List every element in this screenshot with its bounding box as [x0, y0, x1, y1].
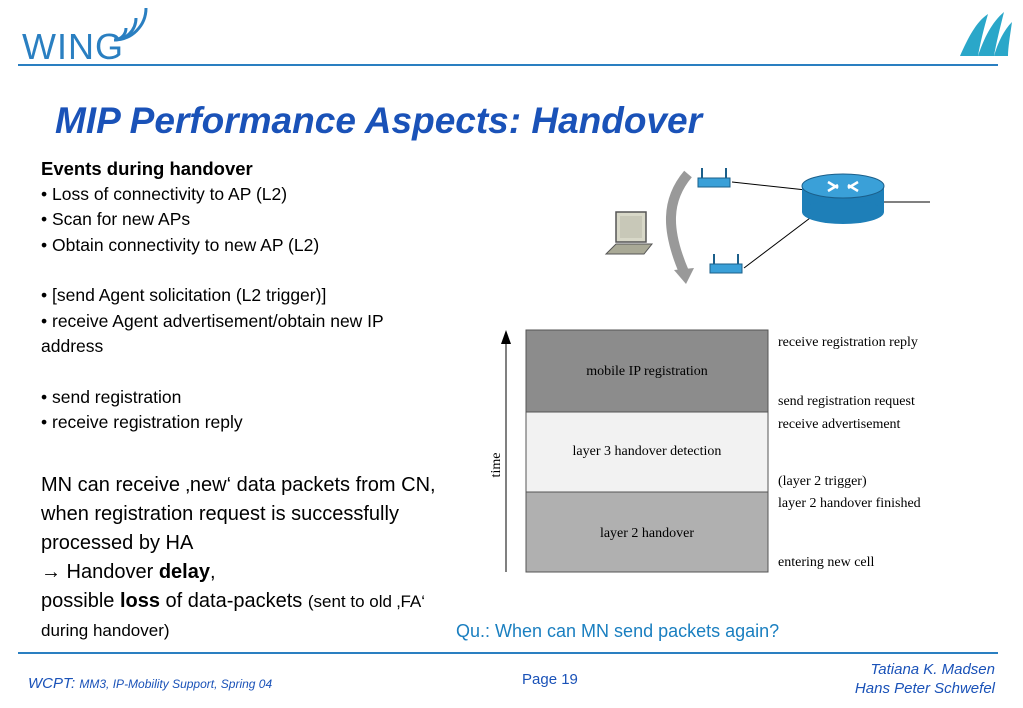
stage-layer3-detection: layer 3 handover detection	[525, 411, 769, 493]
time-axis-arrowhead	[501, 330, 511, 344]
loss-remark: (sent to old ‚FA‘ during handover)	[41, 592, 426, 640]
footer-divider	[18, 652, 998, 654]
handover-diagram: time mobile IP registration layer 3 hand…	[489, 168, 930, 573]
bullet-item: • Loss of connectivity to AP (L2)	[41, 183, 288, 204]
arrow-icon: →	[41, 561, 61, 583]
event-label: (layer 2 trigger)	[778, 474, 867, 489]
delay-emphasis: delay	[158, 561, 210, 583]
event-label: receive registration reply	[778, 335, 918, 350]
handover-arrow-icon	[665, 170, 692, 274]
bullet-item: • send registration	[41, 386, 182, 407]
question-text: Qu.: When can MN send packets again?	[456, 621, 780, 641]
bullet-item: • receive Agent advertisement/obtain new…	[41, 310, 384, 357]
header-divider	[18, 64, 998, 66]
event-bullets: Events during handover • Loss of connect…	[41, 156, 441, 436]
bullet-item: • Obtain connectivity to new AP (L2)	[41, 234, 320, 255]
course-info: WCPT: MM3, IP-Mobility Support, Spring 0…	[28, 675, 273, 692]
events-heading: Events during handover	[41, 158, 253, 179]
university-logo-icon	[960, 12, 1012, 56]
handover-delay-line: → Handover delay,	[41, 561, 216, 583]
note-text: MN can receive ‚new‘ data packets from C…	[41, 474, 436, 554]
possible-loss-line: possible loss of data-packets (sent to o…	[41, 590, 426, 640]
network-sketch	[604, 168, 930, 284]
wireless-waves-icon	[113, 7, 148, 42]
bullet-item: • receive registration reply	[41, 412, 243, 432]
time-axis-label: time	[489, 453, 504, 478]
event-label: send registration request	[778, 394, 915, 409]
slide-title: MIP Performance Aspects: Handover	[55, 100, 703, 141]
laptop-icon	[604, 211, 654, 255]
stage-label: mobile IP registration	[586, 364, 708, 379]
page-number: Page 19	[522, 671, 578, 688]
handover-note: MN can receive ‚new‘ data packets from C…	[41, 471, 451, 645]
authors: Tatiana K. Madsen Hans Peter Schwefel	[780, 660, 995, 698]
event-label: layer 2 handover finished	[778, 496, 921, 511]
stage-label: layer 2 handover	[600, 526, 694, 541]
stage-mobile-ip-registration: mobile IP registration	[525, 329, 769, 413]
loss-emphasis: loss	[119, 590, 160, 612]
event-label: receive advertisement	[778, 417, 901, 432]
stage-layer2-handover: layer 2 handover	[525, 491, 769, 573]
author-name: Tatiana K. Madsen	[870, 661, 995, 678]
bullet-item: • [send Agent solicitation (L2 trigger)]	[41, 285, 327, 305]
event-label: entering new cell	[778, 555, 875, 570]
stage-label: layer 3 handover detection	[573, 444, 722, 459]
bullet-item: • Scan for new APs	[41, 209, 191, 229]
router-icon	[801, 173, 885, 224]
wing-logo-text: WING	[22, 26, 124, 67]
access-point-icon	[709, 254, 743, 274]
author-name: Hans Peter Schwefel	[854, 680, 995, 697]
access-point-icon	[697, 168, 731, 188]
